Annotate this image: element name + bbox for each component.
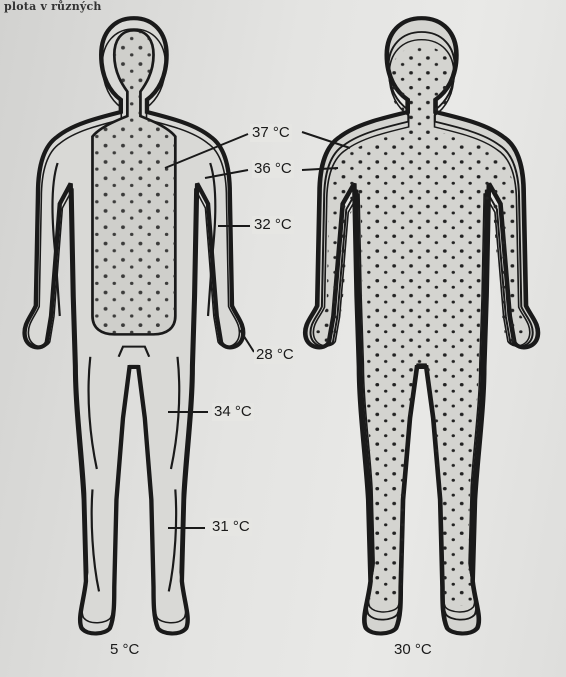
left-body-figure [25,18,244,633]
right-body-figure [305,18,538,633]
label-36c: 36 °C [252,160,294,178]
label-28c: 28 °C [254,346,296,364]
right-figure-caption: 30 °C [394,641,432,658]
label-34c: 34 °C [212,403,254,421]
label-32c: 32 °C [252,216,294,234]
label-31c: 31 °C [210,518,252,536]
left-figure-caption: 5 °C [110,641,139,658]
label-37c: 37 °C [250,124,292,142]
